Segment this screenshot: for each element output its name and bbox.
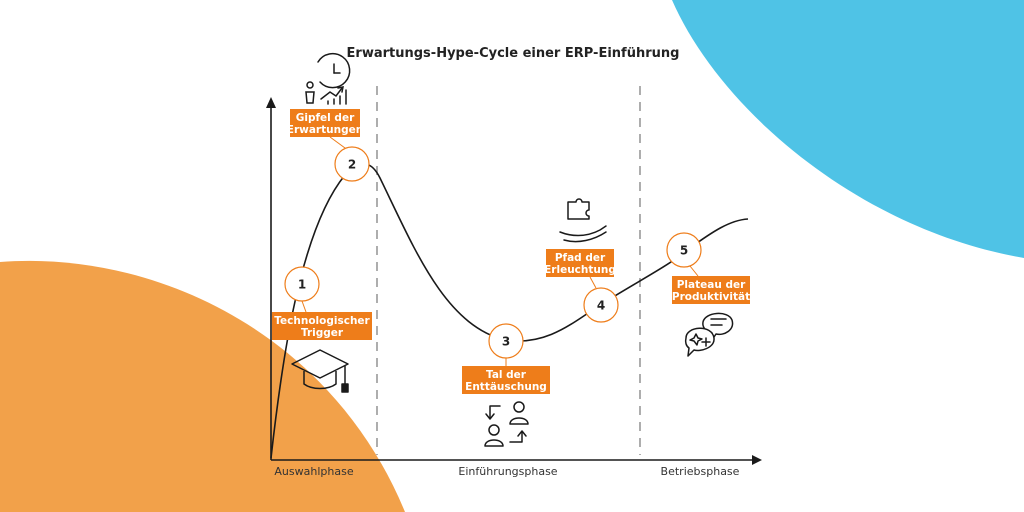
stage-2-label-line-1: Gipfel der — [296, 112, 355, 124]
phase-label-selection: Auswahlphase — [274, 465, 353, 478]
stage-5-number: 5 — [680, 244, 688, 258]
stage-4-label-line-1: Pfad der — [555, 252, 606, 264]
stage-3-number: 3 — [502, 335, 510, 349]
stage-3-label-line-1: Tal der — [486, 369, 527, 381]
stage-4-label-line-2: Erleuchtung — [544, 264, 616, 276]
stage-1-number: 1 — [298, 278, 306, 292]
stage-1: 1 Technologischer Trigger — [272, 266, 372, 340]
graduation-cap-icon — [291, 349, 349, 393]
people-exchange-icon — [484, 401, 529, 447]
phase-label-operation: Betriebsphase — [661, 465, 740, 478]
stage-5: 5 Plateau der Produktivität — [666, 232, 750, 304]
phase-label-implementation: Einführungsphase — [458, 465, 557, 478]
stage-1-label-line-2: Trigger — [301, 327, 344, 339]
diagram-title: Erwartungs-Hype-Cycle einer ERP-Einführu… — [347, 46, 680, 61]
stage-5-circle — [666, 232, 702, 268]
stage-1-badge — [272, 312, 372, 340]
stage-2-circle — [334, 146, 370, 182]
stage-3-badge — [462, 366, 550, 394]
stage-2-number: 2 — [348, 158, 356, 172]
stage-5-label-line-2: Produktivität — [672, 291, 750, 303]
stage-4-circle — [583, 287, 619, 323]
chat-bubbles-icon — [684, 312, 734, 357]
y-axis-arrow-icon — [266, 97, 276, 108]
stage-2-label-line-2: Erwartungen — [287, 124, 363, 136]
stage-5-label-line-1: Plateau der — [677, 279, 746, 291]
growth-clock-icon — [305, 52, 351, 105]
orange-background-shape — [0, 260, 405, 512]
stage-4: Pfad der Erleuchtung 4 — [544, 249, 619, 323]
stage-4-badge — [546, 249, 614, 277]
stage-2: Gipfel der Erwartungen 2 — [287, 109, 370, 182]
stage-2-badge — [290, 109, 360, 137]
blue-background-shape — [672, 0, 1024, 258]
stage-4-number: 4 — [597, 299, 605, 313]
puzzle-hand-icon — [559, 198, 607, 243]
x-axis-arrow-icon — [752, 455, 762, 465]
stage-5-badge — [672, 276, 750, 304]
stage-3-label-line-2: Enttäuschung — [465, 381, 547, 393]
stage-1-label-line-1: Technologischer — [274, 315, 370, 327]
axes — [270, 106, 752, 461]
stage-3: 3 Tal der Enttäuschung — [462, 323, 550, 394]
